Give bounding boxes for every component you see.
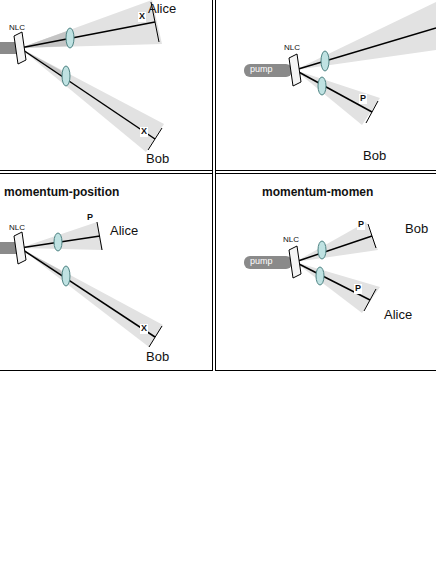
measurement-label: P	[86, 213, 94, 223]
beam-axis	[295, 28, 436, 70]
detector-plane	[148, 128, 162, 150]
detector-plane	[364, 289, 376, 311]
lens	[318, 77, 326, 95]
divider-line	[0, 370, 213, 371]
beam-cone	[295, 222, 378, 262]
measurement-label: P	[359, 94, 367, 104]
pump-label: pump	[250, 257, 273, 267]
panel-frame	[0, 0, 436, 371]
measurement-label: X	[140, 324, 148, 334]
panel-top-right	[244, 2, 436, 125]
panel-title: momentum-position	[4, 186, 119, 199]
beam-axis	[20, 48, 155, 139]
pump-beam	[0, 42, 16, 54]
beam-cone	[295, 70, 380, 125]
divider-line	[0, 173, 213, 174]
crystal-label: NLC	[9, 224, 25, 233]
beam-cone	[295, 262, 380, 313]
measurement-label: P	[354, 284, 362, 294]
detector-plane	[366, 101, 378, 123]
detector-name: Bob	[405, 222, 428, 236]
pump-beam	[244, 64, 292, 77]
beam-cone	[20, 0, 162, 48]
detector-name: Alice	[384, 308, 412, 322]
nonlinear-crystal	[289, 54, 301, 86]
detector-plane	[368, 224, 376, 248]
lens	[62, 266, 70, 286]
beam-cone	[295, 2, 436, 70]
beam-axis	[295, 262, 370, 300]
pump-label: pump	[250, 65, 273, 75]
detector-name: Alice	[110, 224, 138, 238]
lens	[318, 241, 326, 259]
pump-beam	[244, 256, 292, 269]
detector-name: Bob	[146, 350, 169, 364]
measurement-label: X	[140, 127, 148, 137]
measurement-label: P	[357, 220, 365, 230]
beam-axis	[295, 70, 372, 112]
detector-name: Alice	[148, 2, 176, 16]
panel-title: momentum-momen	[262, 186, 373, 199]
nonlinear-crystal	[289, 246, 301, 278]
detector-plane	[97, 222, 102, 250]
nonlinear-crystal	[14, 32, 26, 64]
divider-line	[216, 170, 436, 171]
panel-bottom-right	[244, 222, 380, 313]
crystal-label: NLC	[284, 44, 300, 53]
beam-axis	[20, 248, 155, 337]
divider-line	[212, 0, 213, 371]
detector-name: Bob	[363, 149, 386, 163]
crystal-label: NLC	[283, 236, 299, 245]
beam-cone	[20, 248, 163, 347]
divider-line	[0, 170, 213, 171]
panel-bottom-left	[0, 222, 163, 347]
beam-cone	[20, 222, 103, 250]
detector-name: Bob	[146, 152, 169, 166]
beam-cone	[20, 48, 164, 152]
detector-plane	[149, 326, 162, 347]
panel-top-left	[0, 0, 164, 152]
beam-axis	[295, 236, 372, 262]
lens	[62, 66, 70, 86]
divider-line	[216, 173, 436, 174]
divider-line	[215, 0, 216, 371]
nonlinear-crystal	[14, 232, 26, 264]
measurement-label: X	[138, 12, 146, 22]
lens	[316, 267, 324, 285]
beam-axis	[20, 22, 155, 48]
lens	[54, 233, 62, 251]
lens	[66, 28, 74, 48]
lens	[321, 51, 329, 71]
crystal-label: NLC	[9, 24, 25, 33]
pump-beam	[0, 242, 16, 254]
divider-line	[216, 370, 436, 371]
